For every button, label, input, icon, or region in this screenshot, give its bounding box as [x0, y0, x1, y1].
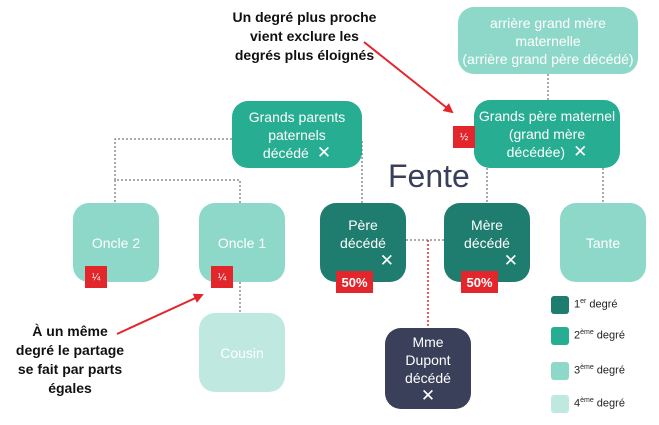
arrow-bottom-annotation [116, 293, 204, 335]
node-pere-line2: décédé [340, 234, 386, 251]
arrow-top-annotation [363, 41, 454, 114]
node-arriere-line1: arrière grand mère [490, 14, 606, 31]
annotation-bottom: À un même degré le partage se fait par p… [5, 322, 135, 398]
annotation-top-line3: degrés plus éloignés [234, 47, 375, 63]
node-mere-line1: Mère [471, 216, 503, 233]
node-pere: Père décédé ✕ [320, 203, 406, 282]
legend-swatch-degree4 [551, 395, 569, 413]
annotation-top-line2: vient exclure les [250, 28, 359, 44]
badge-quarter-oncle2: ¼ [85, 266, 107, 288]
fente-label: Fente [388, 158, 470, 194]
node-arriere-grand-mere: arrière grand mère maternelle (arrière g… [458, 7, 638, 74]
legend-label-degree4: 4ème degré [574, 397, 625, 410]
node-gpp-line3: décédé✕ [262, 142, 332, 162]
badge-fifty-pere: 50% [336, 271, 373, 293]
node-dupont-line2: décédé [405, 369, 451, 386]
node-mere: Mère décédé ✕ [444, 203, 530, 282]
legend-swatch-degree2 [551, 327, 569, 345]
connector-gp-paternal-oncles [114, 138, 241, 204]
deceased-cross-icon: ✕ [420, 385, 436, 405]
annotation-bottom-line3: se fait par parts [17, 361, 123, 377]
node-mere-line2: décédé [464, 234, 510, 251]
annotation-bottom-line1: À un même [32, 323, 108, 339]
node-arriere-line3: (arrière grand père décédé) [462, 50, 634, 67]
node-tante: Tante [560, 203, 646, 282]
node-tante-label: Tante [585, 234, 621, 251]
deceased-cross-icon: ✕ [503, 250, 518, 270]
node-cousin-label: Cousin [220, 344, 264, 361]
node-grand-pere-maternel: Grands père maternel (grand mère décédée… [474, 100, 620, 168]
legend-label-degree2: 2ème degré [574, 329, 625, 342]
node-gpm-line3: décédée)✕ [506, 142, 588, 161]
legend-label-degree3: 3ème degré [574, 364, 625, 377]
node-pere-line1: Père [348, 216, 378, 233]
badge-half: ½ [453, 126, 475, 148]
node-oncle1-label: Oncle 1 [217, 234, 267, 251]
deceased-cross-icon: ✕ [379, 250, 394, 270]
node-cousin: Cousin [199, 313, 285, 392]
node-gpm-line1: Grands père maternel [478, 108, 616, 124]
legend-label-degree1: 1er degré [574, 298, 618, 311]
node-oncle2-label: Oncle 2 [91, 234, 141, 251]
legend-swatch-degree1 [551, 296, 569, 314]
node-dupont-line1: Mme Dupont [405, 333, 451, 368]
badge-fifty-mere: 50% [461, 271, 498, 293]
annotation-top: Un degré plus proche vient exclure les d… [222, 8, 387, 65]
node-gpp-line2: paternels [268, 126, 326, 143]
annotation-bottom-line4: égales [48, 380, 92, 396]
annotation-top-line1: Un degré plus proche [232, 9, 377, 25]
node-mme-dupont: Mme Dupont décédé ✕ [385, 328, 471, 409]
deceased-cross-icon: ✕ [316, 142, 332, 162]
deceased-cross-icon: ✕ [573, 142, 588, 161]
node-arriere-line2: maternelle [515, 32, 581, 49]
node-grands-parents-paternels: Grands parents paternels décédé✕ [232, 101, 362, 168]
legend-swatch-degree3 [551, 362, 569, 380]
badge-quarter-oncle1: ¼ [211, 266, 233, 288]
node-gpm-line2: (grand mère [508, 126, 586, 142]
node-gpp-line1: Grands parents [248, 108, 346, 125]
annotation-bottom-line2: degré le partage [15, 342, 125, 358]
